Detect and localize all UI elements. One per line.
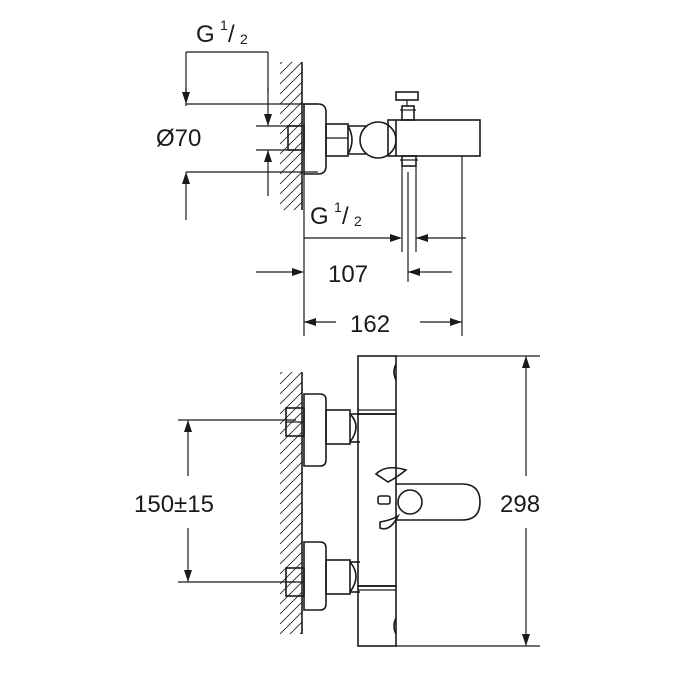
thread-inlet-letter: G xyxy=(196,21,215,48)
diameter-label: Ø70 xyxy=(156,125,201,152)
thread-outlet-dimension: G 1 / 2 xyxy=(304,172,466,252)
hatch-line xyxy=(280,372,293,385)
hatch-line xyxy=(280,551,302,575)
svg-text:/: / xyxy=(228,21,235,48)
dimension-107: 107 xyxy=(256,172,452,336)
thread-outlet-letter: G xyxy=(310,203,329,230)
hatch-line xyxy=(280,342,302,364)
hatch-line xyxy=(280,81,302,105)
hatch-line xyxy=(280,561,302,585)
hatch-line xyxy=(280,62,293,75)
thread-outlet-denominator: 2 xyxy=(354,213,362,229)
hatch-line xyxy=(280,662,302,684)
hatch-line xyxy=(280,212,302,234)
diameter-dimension: Ø70 xyxy=(156,125,318,220)
hatch-line xyxy=(280,581,302,605)
svg-text:/: / xyxy=(342,203,349,230)
hatch-line xyxy=(280,401,302,425)
hatch-line xyxy=(280,372,283,375)
hatch-line xyxy=(280,491,302,515)
hatch-line xyxy=(280,62,283,65)
hatch-line xyxy=(280,481,302,505)
hatch-line xyxy=(280,171,302,195)
hatch-line xyxy=(280,531,302,555)
hatch-line xyxy=(280,601,302,625)
dimension-107-label: 107 xyxy=(328,261,368,288)
hatch-line xyxy=(280,391,302,415)
spout-and-lever xyxy=(374,466,481,530)
hatch-line xyxy=(280,32,302,54)
hatch-line xyxy=(280,541,302,565)
hatch-line xyxy=(280,642,302,664)
hatch-line xyxy=(280,101,302,125)
hatch-line xyxy=(280,151,302,175)
dimension-298: 298 xyxy=(396,355,540,647)
wall-connector-top xyxy=(287,103,366,175)
hatch-line xyxy=(280,411,302,435)
hatch-line xyxy=(280,652,302,674)
thread-inlet-denominator: 2 xyxy=(240,31,248,47)
hatch-line xyxy=(280,372,302,395)
wall-hatch-bottom xyxy=(280,342,303,684)
hatch-line xyxy=(280,611,302,634)
side-view: G 1 / 2 Ø70 xyxy=(156,17,481,338)
front-view: 150±15 298 xyxy=(134,342,540,684)
thread-inlet-dimension: G 1 / 2 xyxy=(182,17,318,127)
hatch-line xyxy=(283,191,302,210)
dimension-162: 162 xyxy=(304,156,463,338)
hatch-line xyxy=(280,91,302,115)
hatch-line xyxy=(280,381,302,405)
hatch-line xyxy=(280,181,302,205)
hatch-line xyxy=(280,421,302,445)
hatch-line xyxy=(293,201,302,210)
upper-connector xyxy=(285,393,360,467)
hatch-line xyxy=(280,111,302,135)
hatch-line xyxy=(280,161,302,185)
dimension-298-label: 298 xyxy=(500,491,540,518)
hatch-line xyxy=(299,631,302,634)
hatch-line xyxy=(280,461,302,485)
dimension-162-label: 162 xyxy=(350,311,390,338)
mixer-body-side xyxy=(359,91,481,172)
hatch-line xyxy=(280,232,302,254)
hatch-line xyxy=(280,451,302,475)
thread-outlet-numerator: 1 xyxy=(334,199,342,215)
dimension-150-label: 150±15 xyxy=(134,491,214,518)
mixer-body-front xyxy=(357,355,397,647)
hatch-line xyxy=(280,571,302,595)
hatch-line xyxy=(280,501,302,525)
wall-hatch-top xyxy=(280,32,303,254)
thread-inlet-numerator: 1 xyxy=(220,17,228,33)
lower-connector xyxy=(285,541,360,611)
hatch-line xyxy=(280,62,302,85)
hatch-line xyxy=(280,511,302,535)
hatch-line xyxy=(280,222,302,244)
dimension-150: 150±15 xyxy=(134,419,296,583)
hatch-line xyxy=(280,521,302,545)
hatch-line xyxy=(289,621,302,634)
hatch-line xyxy=(280,141,302,165)
hatch-line xyxy=(280,471,302,495)
hatch-line xyxy=(280,441,302,465)
hatch-line xyxy=(280,71,302,95)
